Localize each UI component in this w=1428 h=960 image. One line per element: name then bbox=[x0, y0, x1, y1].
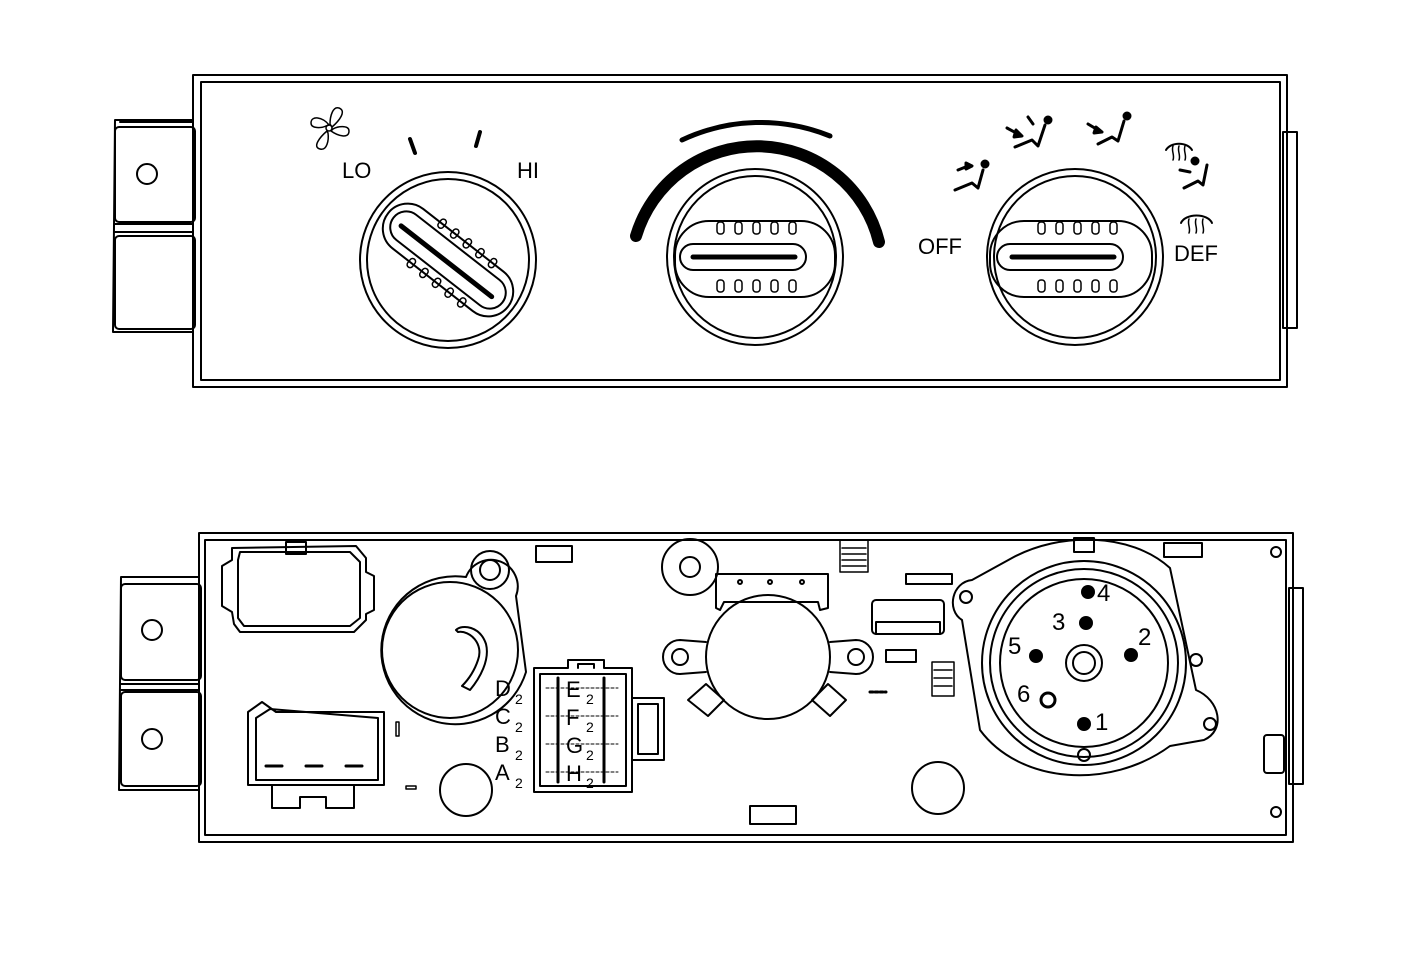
pin-label-h: H bbox=[566, 761, 582, 786]
blower-connector bbox=[221, 541, 375, 633]
fan-high-label: HI bbox=[517, 158, 539, 183]
small-marker bbox=[405, 785, 417, 790]
harness-connector bbox=[247, 701, 385, 809]
switch-contacts bbox=[1029, 585, 1138, 731]
defog-icon bbox=[1165, 142, 1209, 190]
terminal-label-1: 1 bbox=[1095, 709, 1108, 736]
temperature-arc bbox=[630, 140, 885, 248]
fan-speed-mark bbox=[408, 137, 417, 155]
pin-sub: 2 bbox=[586, 691, 594, 707]
rear-panel-housing bbox=[198, 532, 1294, 843]
pin-label-e: E bbox=[566, 677, 581, 702]
screw-hole bbox=[1270, 806, 1282, 818]
pin-label-b: B bbox=[495, 732, 510, 757]
bottom-clip bbox=[749, 805, 797, 825]
pin-sub: 2 bbox=[586, 747, 594, 763]
eight-pin-connector bbox=[533, 659, 665, 793]
small-marker bbox=[395, 721, 400, 737]
pin-label-a: A bbox=[495, 760, 510, 785]
relay-box bbox=[871, 599, 945, 635]
bi-level-icon bbox=[1005, 115, 1053, 149]
floor-icon bbox=[1086, 111, 1132, 146]
fan-low-label: LO bbox=[342, 158, 371, 183]
front-mount-bracket bbox=[112, 119, 196, 333]
screw-hole bbox=[1270, 546, 1282, 558]
small-slot bbox=[885, 649, 917, 663]
pin-sub: 2 bbox=[515, 719, 523, 735]
terminal-label-2: 2 bbox=[1138, 624, 1151, 651]
front-panel-bezel bbox=[200, 81, 1281, 381]
fan-icon bbox=[310, 107, 350, 150]
top-slot bbox=[1163, 542, 1203, 558]
terminal-label-4: 4 bbox=[1097, 580, 1110, 607]
terminal-label-3: 3 bbox=[1052, 609, 1065, 636]
rear-mount-bracket bbox=[118, 576, 202, 791]
defrost-icon bbox=[1180, 214, 1213, 234]
fan-switch-module bbox=[380, 550, 527, 726]
mounting-boss bbox=[439, 763, 493, 817]
pin-sub: 2 bbox=[515, 747, 523, 763]
resistor-block bbox=[839, 539, 869, 573]
mounting-boss bbox=[911, 761, 965, 815]
pin-label-g: G bbox=[566, 733, 583, 758]
rear-panel: D C B A 2 2 2 2 E F G H 2 2 2 2 bbox=[118, 532, 1304, 843]
mode-defrost-label: DEF bbox=[1174, 241, 1218, 266]
pin-sub: 2 bbox=[515, 775, 523, 791]
temperature-actuator bbox=[661, 538, 874, 720]
rear-right-tab bbox=[1288, 587, 1304, 785]
relay-box-tab bbox=[875, 621, 941, 635]
connector-right-labels: E F G H 2 2 2 2 bbox=[566, 677, 594, 791]
terminal-label-6: 6 bbox=[1017, 681, 1030, 708]
fan-speed-mark bbox=[474, 130, 482, 148]
top-slot bbox=[905, 573, 953, 585]
pin-label-d: D bbox=[495, 676, 511, 701]
fan-speed-knob[interactable] bbox=[359, 171, 537, 349]
pin-label-c: C bbox=[495, 704, 511, 729]
front-right-tab bbox=[1282, 131, 1298, 329]
pin-sub: 2 bbox=[515, 691, 523, 707]
top-clip bbox=[535, 545, 573, 563]
terminal-block bbox=[931, 661, 955, 697]
pin-sub: 2 bbox=[586, 775, 594, 791]
mode-off-label: OFF bbox=[918, 234, 962, 259]
front-panel: LO HI bbox=[112, 74, 1298, 388]
vent-icon bbox=[953, 159, 990, 192]
rear-right-latch bbox=[1263, 734, 1285, 774]
terminal-label-5: 5 bbox=[1008, 633, 1021, 660]
switch-terminal-labels: 4 3 2 5 6 1 bbox=[1008, 580, 1151, 736]
pin-sub: 2 bbox=[586, 719, 594, 735]
mode-knob[interactable] bbox=[986, 168, 1164, 346]
mode-switch bbox=[952, 537, 1219, 777]
temperature-arc-outer bbox=[679, 120, 833, 143]
temperature-knob[interactable] bbox=[666, 168, 844, 346]
switch-contact-open bbox=[1039, 691, 1057, 709]
pin-label-f: F bbox=[566, 705, 579, 730]
rear-panel-inner bbox=[204, 539, 1287, 836]
connector-left-labels: D C B A 2 2 2 2 bbox=[495, 676, 523, 791]
